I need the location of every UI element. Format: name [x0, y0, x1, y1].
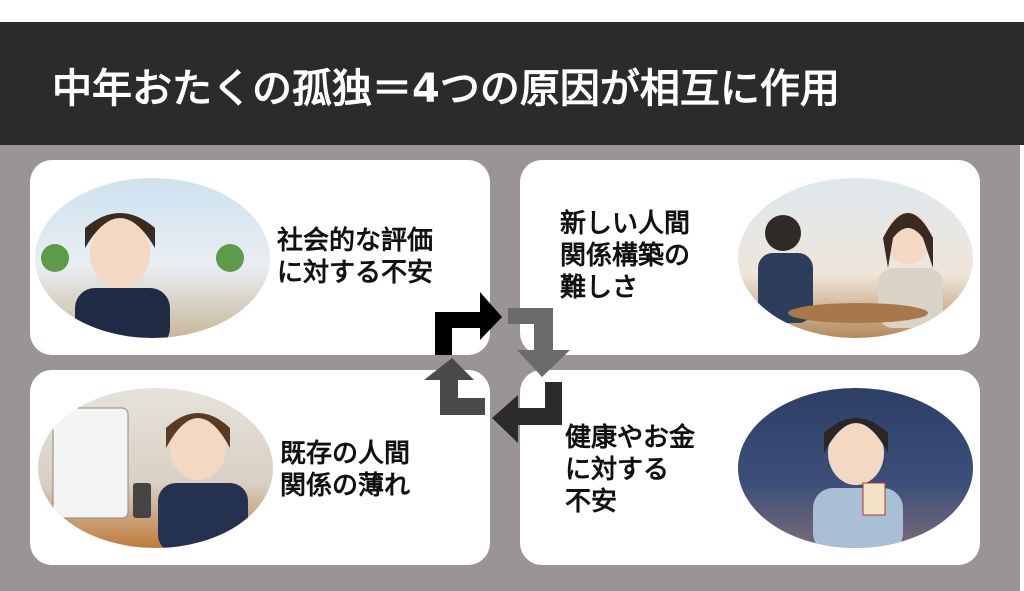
noodle-woman-illustration [738, 388, 973, 548]
header-bar: 中年おたくの孤独＝4つの原因が相互に作用 [0, 22, 1024, 145]
cause-text: 既存の人間 関係の薄れ [280, 439, 411, 501]
cause-card-new-relationships: 新しい人間 関係構築の 難しさ [520, 160, 980, 355]
phone-woman-illustration [38, 388, 273, 548]
arrow-top-right-icon [435, 292, 502, 355]
cafe-group-illustration [738, 178, 973, 338]
page-title: 中年おたくの孤独＝4つの原因が相互に作用 [52, 66, 840, 112]
cycle-arrows [424, 292, 570, 443]
cause-text: 新しい人間 関係構築の 難しさ [560, 209, 691, 303]
arrow-left-up-icon [424, 358, 485, 415]
cause-card-fading-relationships: 既存の人間 関係の薄れ [30, 370, 490, 565]
cause-card-social-evaluation: 社会的な評価 に対する不安 [30, 160, 490, 355]
cause-text: 社会的な評価 に対する不安 [277, 226, 434, 288]
arrow-bottom-left-icon [492, 382, 562, 443]
cause-card-health-money: 健康やお金 に対する 不安 [520, 370, 980, 565]
cause-text: 健康やお金 に対する 不安 [565, 423, 696, 517]
office-woman-illustration [35, 178, 270, 338]
arrow-right-down-icon [508, 308, 570, 377]
